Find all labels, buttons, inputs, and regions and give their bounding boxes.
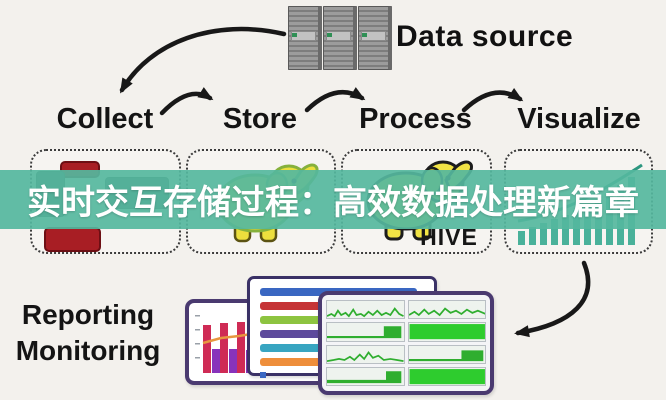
headline-banner: 实时交互存储过程：高效数据处理新篇章 [0,170,666,229]
server-tower-icon [288,6,322,70]
arrow-visualize-to-dashboard [514,260,591,338]
server-rack-icon [288,4,392,70]
hbar [260,358,354,366]
mini-chart-step [407,344,486,364]
mini-chart-spike [407,300,486,320]
server-tower-icon [358,6,392,70]
mini-chart-spike [326,300,405,320]
stage-label-visualize: Visualize [517,103,641,135]
mini-chart-spike [326,344,405,364]
headline-text: 实时交互存储过程：高效数据处理新篇章 [27,184,639,222]
server-tower-icon [323,6,357,70]
hbar [260,344,364,352]
legend-marker [260,372,266,378]
data-source-label: Data source [396,20,574,53]
stage-label-store: Store [222,103,298,135]
mini-chart-solid [407,366,486,386]
stage-label-collect: Collect [56,103,154,135]
mini-chart-step [326,322,405,342]
mini-chart-step [326,366,405,386]
reporting-label: Reporting [21,299,155,330]
mini-chart-solid [407,322,486,342]
monitoring-label: Monitoring [15,335,161,366]
red-blocks-icon [44,227,101,252]
stage-label-process: Process [359,103,472,135]
arrow-source-to-collect [119,26,287,94]
monitoring-window [318,291,494,395]
